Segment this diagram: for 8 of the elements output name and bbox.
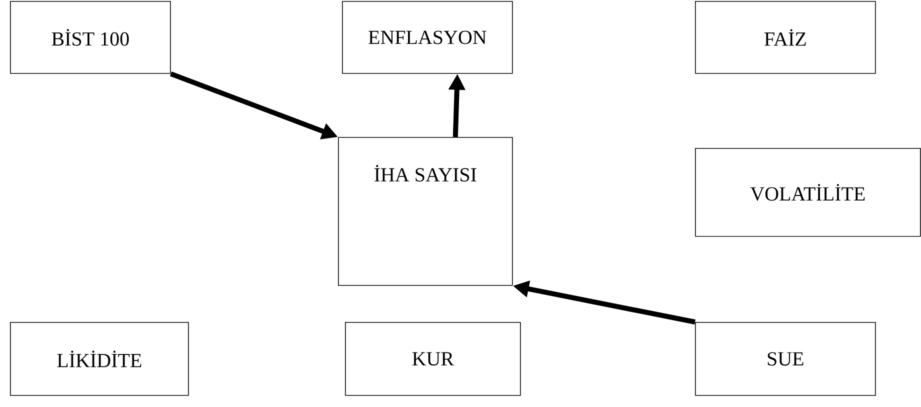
label-box: VOLATİLİTE — [695, 148, 921, 237]
label-box: İHA SAYISI — [338, 137, 513, 286]
label-box: BİST 100 — [10, 1, 171, 74]
label-box: ENFLASYON — [342, 1, 513, 74]
label-box: SUE — [695, 322, 876, 396]
label-box: LİKİDİTE — [10, 322, 189, 396]
label-box: KUR — [345, 322, 521, 396]
label-box: FAİZ — [695, 1, 876, 74]
